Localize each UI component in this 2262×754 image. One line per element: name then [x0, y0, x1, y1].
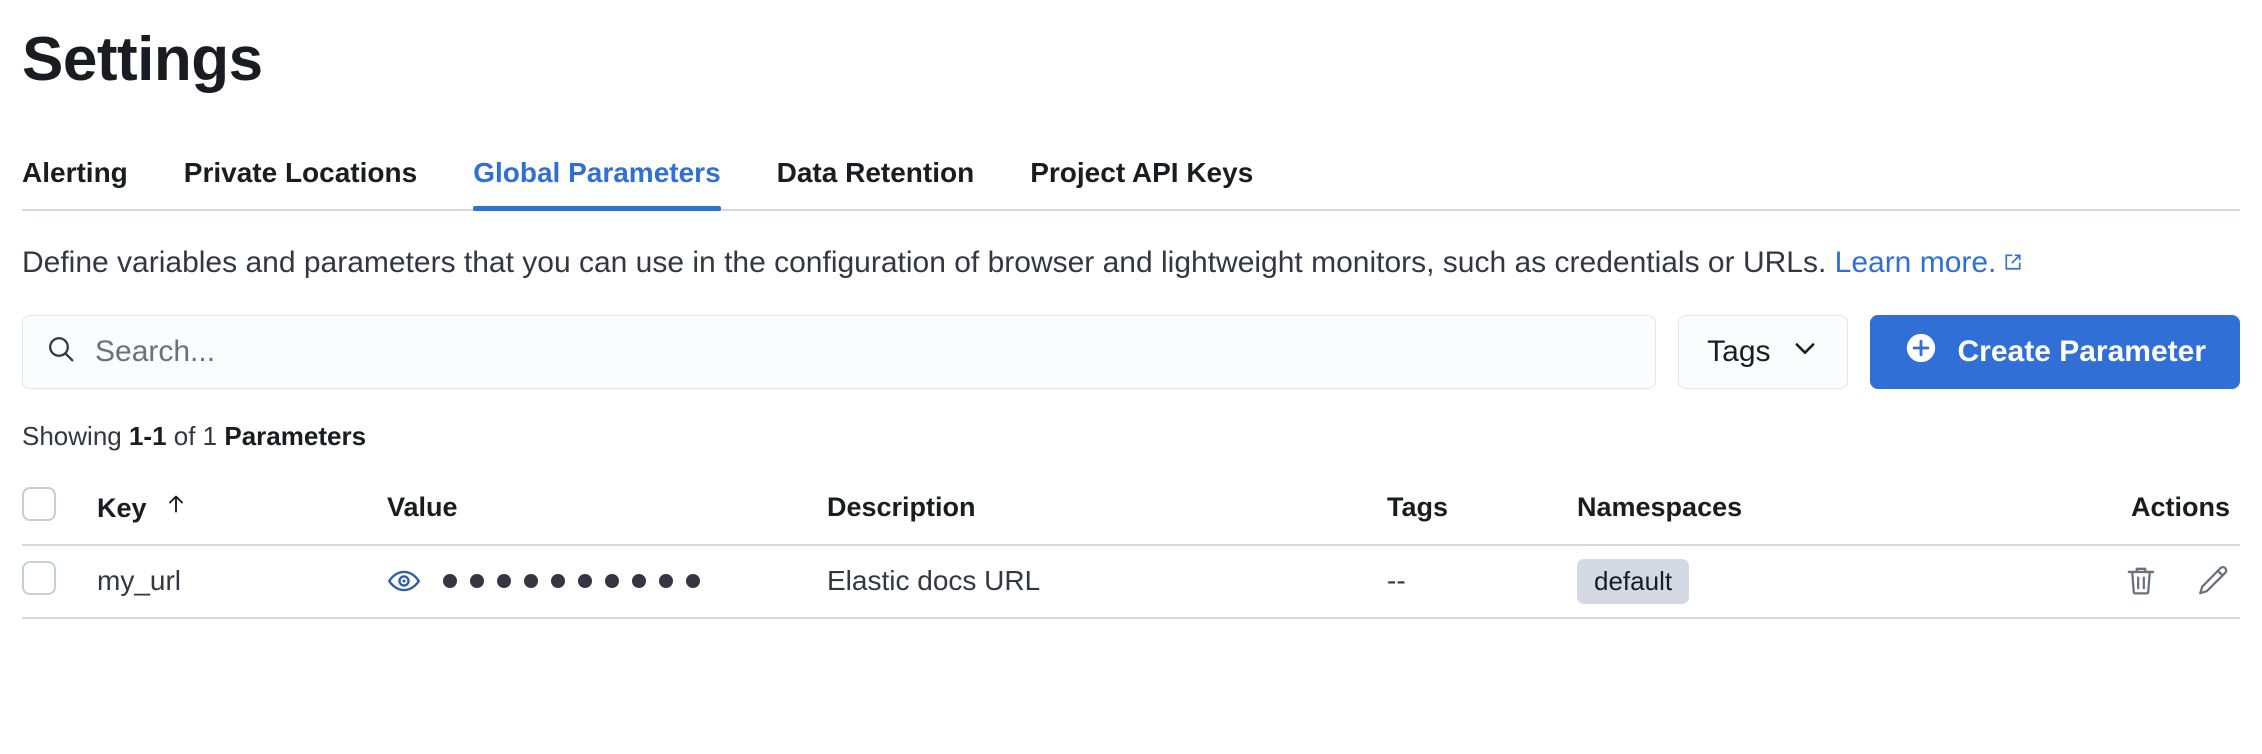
edit-icon[interactable] [2196, 564, 2230, 598]
tab-data-retention[interactable]: Data Retention [777, 157, 975, 209]
cell-actions [2047, 544, 2240, 619]
external-link-icon [2002, 242, 2024, 286]
column-select [22, 471, 97, 546]
table-header-row: Key Value Description Tags [22, 471, 2240, 546]
cell-value [387, 544, 827, 619]
tab-private-locations[interactable]: Private Locations [184, 157, 417, 209]
tab-label: Data Retention [776, 157, 975, 189]
tab-project-api-keys[interactable]: Project API Keys [1030, 157, 1253, 209]
column-namespaces-label: Namespaces [1577, 492, 1743, 523]
cell-tags: -- [1387, 544, 1577, 619]
summary-noun: Parameters [224, 420, 367, 451]
description-text: Define variables and parameters that you… [22, 241, 2202, 286]
create-parameter-label: Create Parameter [1957, 334, 2206, 368]
column-value-label: Value [387, 492, 458, 523]
table-row: my_url [22, 544, 2240, 619]
settings-tabs: Alerting Private Locations Global Parame… [22, 137, 2240, 212]
parameters-table: Key Value Description Tags [22, 471, 2240, 619]
column-tags: Tags [1387, 471, 1577, 546]
chevron-down-icon [1791, 334, 1819, 370]
eye-icon[interactable] [387, 564, 421, 598]
masked-value [443, 574, 700, 589]
namespace-badge: default [1577, 558, 1690, 604]
delete-icon[interactable] [2124, 564, 2158, 598]
search-icon [45, 333, 77, 370]
row-select-cell [22, 544, 97, 619]
results-summary: Showing 1-1 of 1 Parameters [22, 421, 2240, 452]
tab-label: Project API Keys [1030, 157, 1254, 189]
description-body: Define variables and parameters that you… [22, 246, 1835, 280]
tab-label: Global Parameters [473, 157, 721, 189]
cell-namespaces: default [1577, 544, 2047, 619]
tags-filter-button[interactable]: Tags [1678, 314, 1848, 389]
summary-middle: of 1 [166, 420, 225, 451]
plus-circle-icon [1904, 331, 1938, 373]
summary-range: 1-1 [128, 420, 167, 451]
cell-key: my_url [97, 544, 387, 619]
learn-more-label: Learn more. [1834, 246, 1997, 280]
tags-filter-label: Tags [1707, 334, 1771, 368]
column-namespaces: Namespaces [1577, 471, 2047, 546]
column-actions-label: Actions [2130, 492, 2230, 523]
tab-label: Private Locations [183, 157, 418, 189]
tab-alerting[interactable]: Alerting [22, 157, 128, 209]
learn-more-link[interactable]: Learn more. [1835, 246, 1997, 279]
tab-global-parameters[interactable]: Global Parameters [473, 157, 722, 212]
column-actions: Actions [2047, 471, 2240, 546]
column-tags-label: Tags [1387, 492, 1449, 523]
key-value: my_url [97, 565, 182, 597]
column-value: Value [387, 471, 827, 546]
column-description: Description [827, 471, 1387, 546]
description-value: Elastic docs URL [827, 565, 1041, 597]
column-key[interactable]: Key [97, 471, 387, 546]
column-key-label: Key [97, 492, 147, 523]
column-description-label: Description [827, 492, 976, 523]
tab-label: Alerting [22, 157, 128, 189]
tags-value: -- [1387, 565, 1406, 597]
search-box[interactable] [22, 314, 1657, 389]
search-input[interactable] [95, 334, 1634, 369]
select-all-checkbox[interactable] [22, 487, 56, 522]
row-checkbox[interactable] [22, 560, 56, 595]
sort-arrow-up-icon [164, 492, 188, 523]
create-parameter-button[interactable]: Create Parameter [1869, 314, 2240, 389]
summary-prefix: Showing [22, 420, 129, 451]
page-title: Settings [22, 25, 263, 94]
cell-description: Elastic docs URL [827, 544, 1387, 619]
controls-row: Tags Create Parameter [22, 314, 2240, 389]
